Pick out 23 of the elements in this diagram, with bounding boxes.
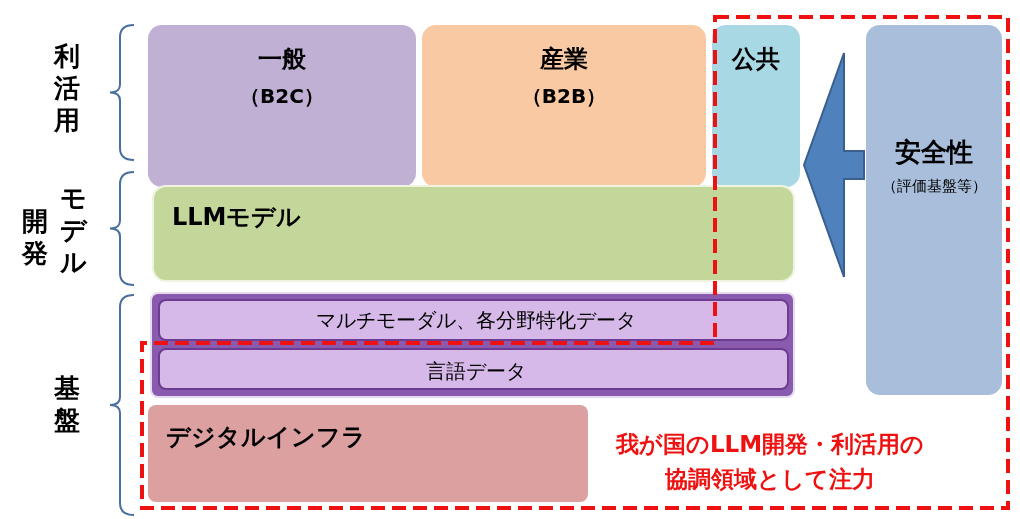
column-title: 一般 bbox=[257, 44, 307, 75]
layer-title: LLMモデル bbox=[172, 202, 302, 233]
bar-label: マルチモーダル、各分野特化データ bbox=[314, 307, 637, 334]
layer-title: デジタルインフラ bbox=[166, 422, 366, 453]
data-bar bbox=[158, 348, 789, 390]
user-column bbox=[422, 25, 706, 187]
user-column bbox=[148, 25, 416, 187]
column-title: 産業 bbox=[539, 44, 589, 75]
column-title: 公共 bbox=[730, 44, 781, 75]
focus-note: 我が国のLLM開発・利活用の協調領域として注力 bbox=[614, 430, 926, 494]
data-bar bbox=[158, 299, 789, 341]
column-subtitle: （B2C） bbox=[239, 83, 325, 110]
arrow bbox=[802, 52, 865, 278]
focus-region bbox=[140, 15, 1010, 510]
panel-subtitle: （評価基盤等） bbox=[880, 177, 988, 196]
bar-label: 言語データ bbox=[424, 358, 527, 385]
layer-label: 利活用 bbox=[52, 40, 81, 136]
layer-label: 開発 bbox=[20, 205, 49, 269]
panel-title: 安全性 bbox=[894, 136, 974, 169]
column-subtitle: （B2B） bbox=[520, 83, 608, 110]
layer-label: モデル bbox=[58, 182, 88, 278]
layer-label: 基盤 bbox=[53, 372, 81, 436]
model-layer bbox=[152, 185, 795, 282]
